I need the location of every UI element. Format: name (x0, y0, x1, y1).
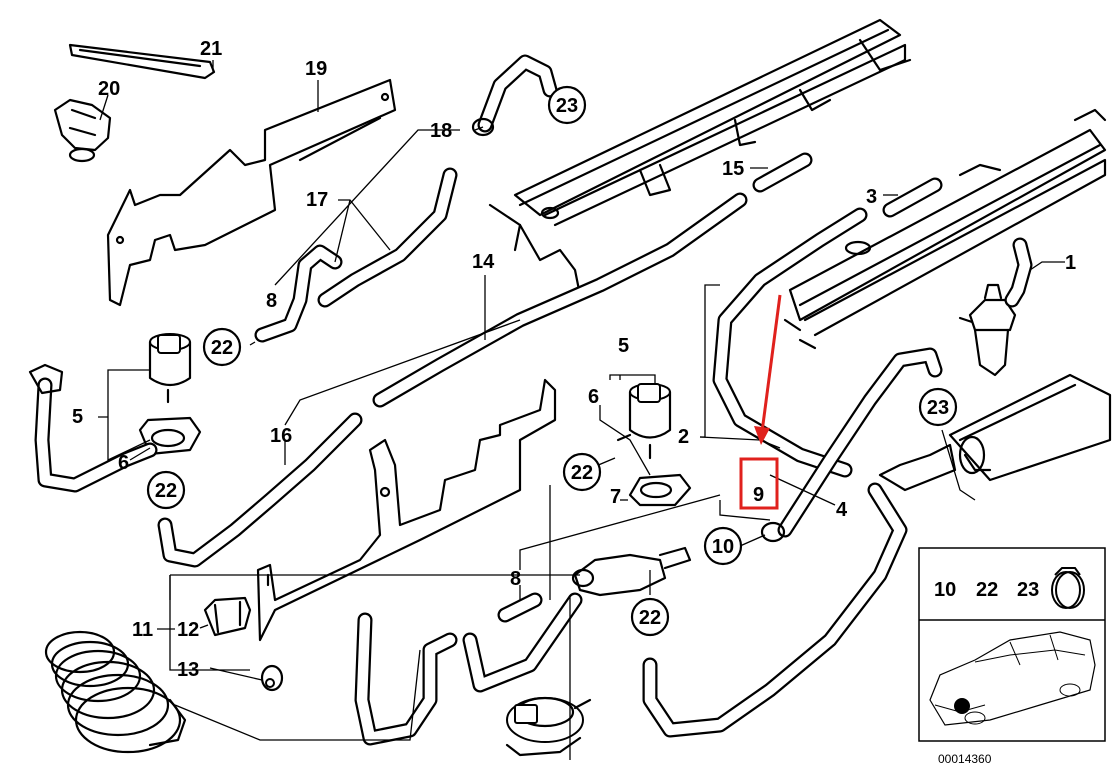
label-12: 12 (177, 619, 199, 641)
label-4: 4 (836, 499, 848, 521)
fuel-injector (958, 237, 1033, 377)
legend-item-10: 10 (934, 579, 956, 601)
fuel-rail-assembly (488, 18, 1107, 350)
corrugated-hose (44, 630, 187, 754)
callout-10: 10 (703, 526, 743, 566)
callout-23-top: 23 (547, 85, 587, 125)
callout-23-right: 23 (918, 387, 958, 427)
legend-item-22: 22 (976, 579, 998, 601)
bracket-middle (256, 378, 557, 642)
label-6-right: 6 (588, 386, 599, 408)
callout-22-mid: 22 (562, 452, 602, 492)
bracket (106, 78, 397, 307)
circled-labels: 23 23 22 22 22 22 10 (146, 85, 958, 637)
label-20: 20 (98, 78, 120, 100)
grommet-13 (260, 664, 284, 692)
svg-text:10: 10 (712, 536, 734, 558)
label-1: 1 (1065, 252, 1076, 274)
svg-text:22: 22 (571, 462, 593, 484)
label-14: 14 (472, 251, 495, 273)
legend-box: 10 22 23 (918, 547, 1106, 742)
hose-clamp-icon (1051, 567, 1085, 609)
highlight-box (739, 457, 779, 510)
highlight-arrowhead (754, 426, 770, 445)
label-8-bottom: 8 (510, 568, 521, 590)
clip (53, 98, 112, 163)
svg-text:22: 22 (211, 337, 233, 359)
vacuum-actuator (505, 696, 592, 757)
label-6-left: 6 (118, 452, 129, 474)
label-16: 16 (270, 425, 292, 447)
label-15: 15 (722, 158, 744, 180)
check-valve (571, 546, 692, 597)
label-5-left: 5 (72, 406, 83, 428)
clip-12 (203, 596, 252, 637)
vacuum-valve-right (616, 383, 692, 507)
label-11: 11 (132, 619, 153, 641)
label-9: 9 (753, 484, 764, 506)
leader-lines (98, 60, 1065, 760)
highlight-annotation (739, 294, 782, 510)
callout-22-upper: 22 (202, 327, 242, 367)
label-5-right: 5 (618, 335, 629, 357)
engine-location-dot (954, 698, 970, 714)
callout-22-bottom: 22 (630, 597, 670, 637)
cable-tie (68, 43, 216, 80)
label-3: 3 (866, 186, 877, 208)
label-8-top: 8 (266, 290, 277, 312)
car-location-icon (929, 631, 1096, 726)
legend-item-23: 23 (1017, 579, 1039, 601)
label-7: 7 (610, 486, 621, 508)
label-19: 19 (305, 58, 327, 80)
label-13: 13 (177, 659, 199, 681)
vacuum-valve-left (138, 333, 202, 456)
svg-text:22: 22 (639, 607, 661, 629)
intake-plenum (878, 373, 1112, 492)
label-2: 2 (678, 426, 689, 448)
callout-22-left: 22 (146, 470, 186, 510)
highlight-arrow (760, 294, 782, 433)
diagram-number: 00014360 (938, 752, 992, 766)
part-labels: 1 2 3 4 5 5 6 6 7 8 8 9 11 12 13 14 15 1… (72, 38, 1076, 681)
svg-text:23: 23 (927, 397, 949, 419)
svg-text:22: 22 (155, 480, 177, 502)
label-21: 21 (200, 38, 222, 60)
label-17: 17 (306, 189, 328, 211)
svg-text:23: 23 (556, 95, 578, 117)
hoses (28, 54, 943, 746)
label-18: 18 (430, 120, 452, 142)
